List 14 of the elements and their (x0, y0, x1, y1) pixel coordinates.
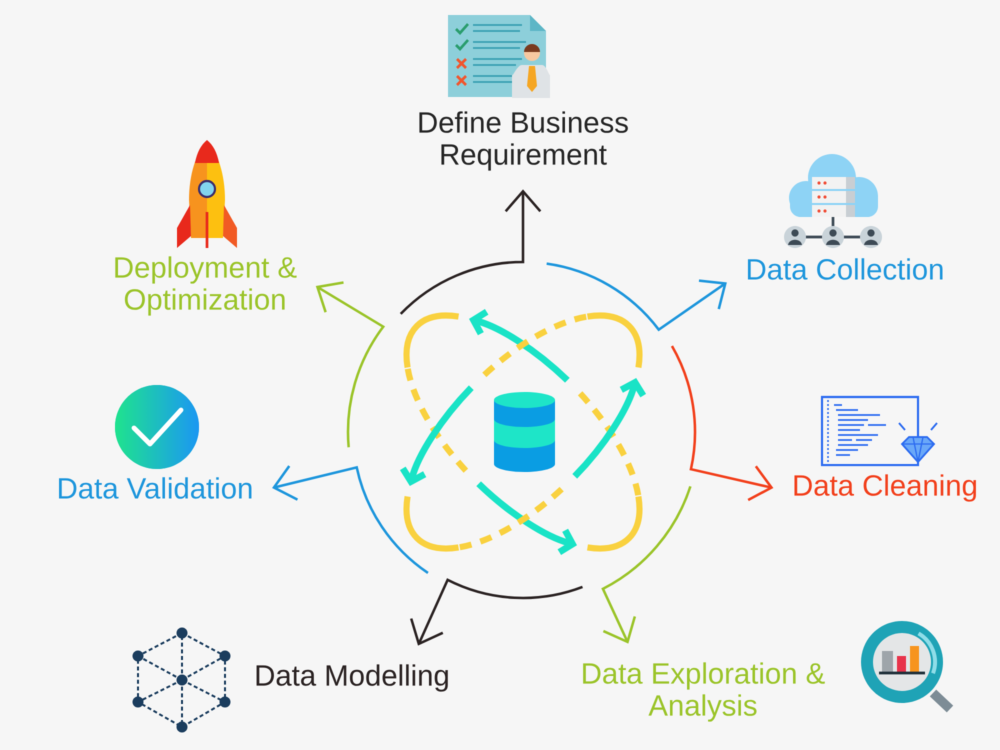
arrow (316, 281, 385, 448)
stage-label: Data Cleaning (794, 474, 976, 502)
stage-label: Data Validation (59, 477, 252, 499)
arrow (410, 578, 583, 646)
arrow (272, 465, 429, 574)
stage-label: Define Business Requirement (419, 111, 628, 171)
arrow (546, 262, 727, 331)
stage-label: Deployment & Optimization (115, 256, 297, 316)
stage-label: Data Exploration & Analysis (583, 662, 825, 722)
stage-label: Data Modelling (256, 664, 448, 692)
stage-label: Data Collection (748, 258, 942, 280)
arrow (670, 345, 774, 502)
arrow (602, 486, 692, 644)
arrow (400, 189, 542, 315)
